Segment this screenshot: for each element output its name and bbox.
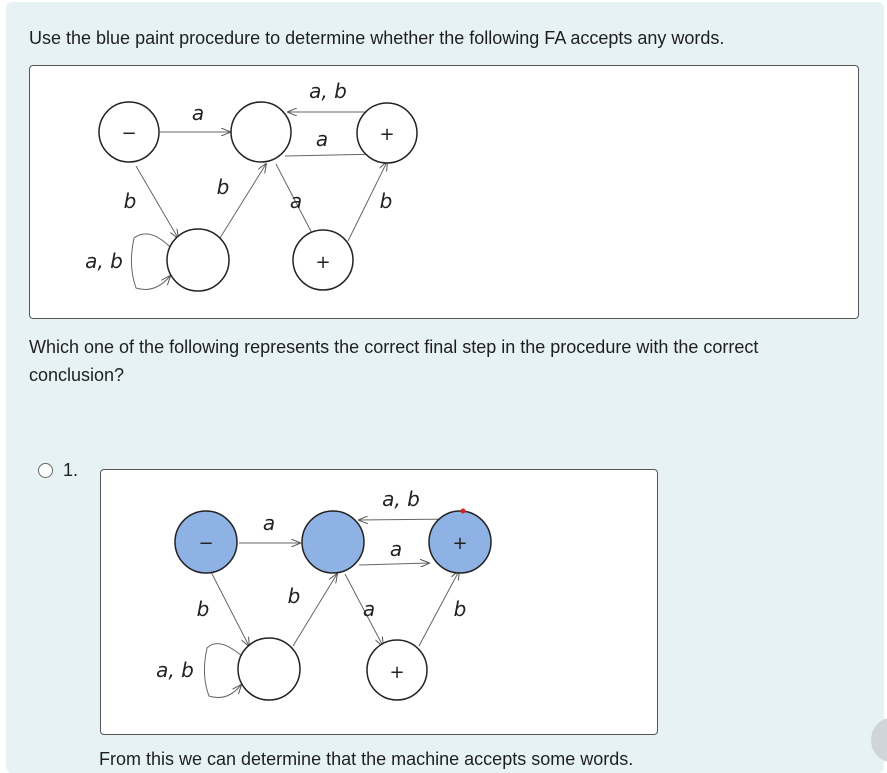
p-marker-dot — [460, 508, 466, 514]
state-bottomfinal — [292, 229, 354, 291]
state-bottom — [166, 228, 230, 292]
fa-svg-original: − + + a a, b a b b a b a, b — [85, 79, 418, 292]
edge-top-bottomfinal — [275, 163, 316, 241]
fa-svg-painted: − + + a a, b a b b a b a, b — [156, 487, 492, 701]
p-label-start-top: a — [263, 511, 275, 535]
start-symbol: − — [121, 123, 136, 144]
prompt-text: Use the blue paint procedure to determin… — [29, 28, 725, 48]
p-state-start — [174, 510, 238, 574]
question-text: Which one of the following represents th… — [29, 337, 759, 385]
p-edge-loop — [203, 643, 244, 699]
state-top — [230, 101, 292, 163]
state-final — [356, 102, 418, 164]
edge-start-bottom — [135, 165, 178, 238]
p-state-bottomfinal — [366, 639, 428, 701]
p-label-top-bottomfinal: a — [363, 597, 375, 621]
option-1-number: 1. — [63, 460, 79, 480]
p-edge-start-bottom — [208, 567, 249, 646]
state-start — [98, 101, 160, 163]
label-start-top: a — [192, 101, 204, 125]
option-1-conclusion: From this we can determine that the mach… — [99, 749, 634, 769]
p-state-bottom — [237, 637, 301, 701]
bottom-final-symbol: + — [315, 252, 330, 273]
edge-bottomfinal-final — [347, 162, 387, 242]
p-label-final-top: a, b — [382, 487, 420, 511]
label-top-final: a — [316, 127, 328, 151]
edge-bottom-top — [219, 164, 266, 239]
p-label-bottomfinal-final: b — [454, 597, 467, 621]
p-edge-bottom-top — [292, 574, 337, 647]
label-bottom-top: b — [217, 175, 230, 199]
p-label-start-bottom: b — [197, 597, 210, 621]
p-start-symbol: − — [198, 533, 213, 554]
p-final-symbol: + — [452, 533, 467, 554]
p-label-loop: a, b — [156, 658, 194, 682]
final-symbol: + — [379, 124, 394, 145]
label-bottomfinal-final: b — [380, 189, 393, 213]
edge-loop — [130, 233, 173, 290]
p-edge-top-final — [358, 563, 429, 565]
p-edge-top-bottomfinal — [344, 573, 383, 646]
fa-diagram-painted: − + + a a, b a b b a b a, b — [100, 469, 658, 735]
p-state-final — [428, 510, 492, 574]
p-label-top-final: a — [390, 537, 402, 561]
p-edge-bottomfinal-final — [418, 571, 459, 647]
label-final-top: a, b — [309, 79, 347, 103]
p-state-top — [301, 510, 365, 574]
label-start-bottom: b — [124, 189, 137, 213]
label-loop: a, b — [85, 249, 123, 273]
scroll-thumb[interactable] — [871, 718, 887, 762]
fa-diagram-original: − + + a a, b a b b a b a, b — [29, 65, 859, 319]
p-bottom-final-symbol: + — [389, 662, 404, 683]
label-top-bottomfinal: a — [290, 189, 302, 213]
p-label-bottom-top: b — [288, 584, 301, 608]
option-1-radio[interactable] — [38, 463, 53, 478]
option-1[interactable]: 1. — [38, 460, 78, 481]
